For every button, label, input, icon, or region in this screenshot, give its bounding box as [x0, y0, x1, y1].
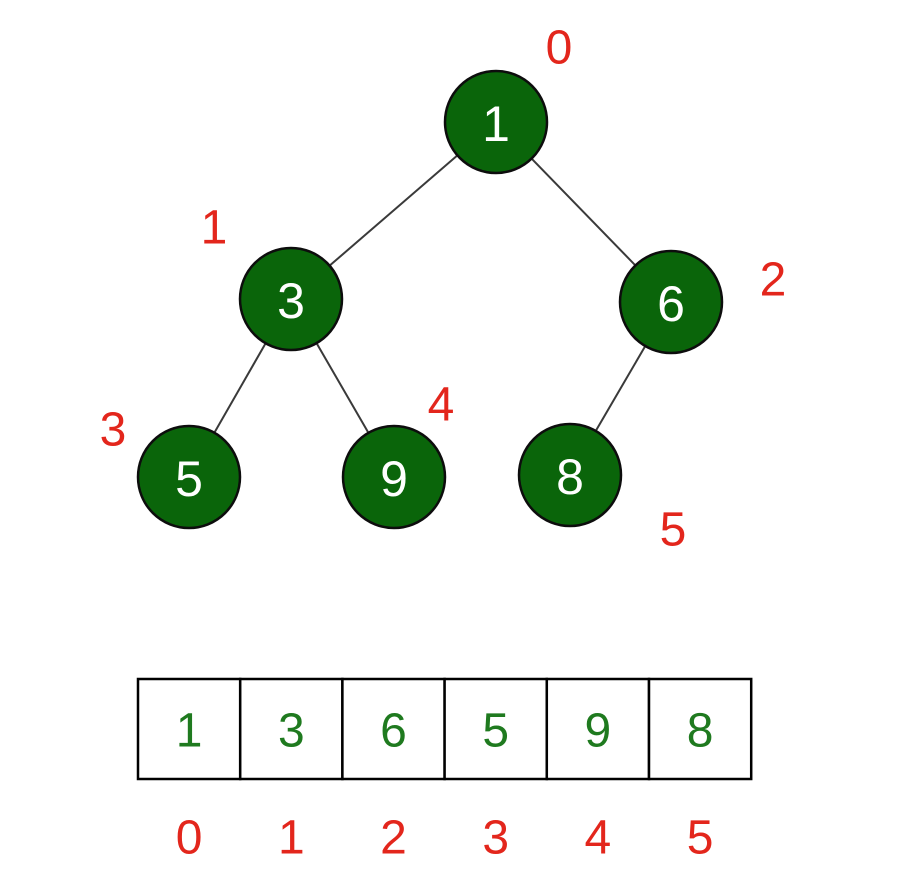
node-value: 9 [380, 451, 408, 507]
node-index-label: 5 [660, 504, 687, 557]
tree-node: 6 [618, 249, 724, 355]
node-index-label: 4 [428, 379, 455, 432]
array-cell-value: 3 [278, 705, 305, 758]
array-cell: 6 [341, 677, 446, 781]
node-value: 6 [657, 276, 685, 332]
array-cell: 9 [545, 677, 651, 781]
array-index-labels: 0 1 2 3 4 5 [176, 812, 714, 865]
node-value: 1 [482, 96, 510, 152]
node-index-label: 2 [760, 254, 787, 307]
heap-array: 1 3 6 5 9 8 [136, 677, 753, 781]
array-index-label: 3 [482, 812, 509, 865]
node-circle [517, 422, 623, 528]
tree-edge [530, 157, 637, 267]
tree-edges [213, 154, 647, 434]
tree-node: 8 [517, 422, 623, 528]
array-cell-value: 1 [176, 705, 203, 758]
array-cell-box [341, 677, 446, 781]
array-cell: 3 [238, 677, 344, 781]
array-cell-value: 9 [585, 705, 612, 758]
tree-edge [328, 154, 459, 267]
array-cell-value: 5 [482, 705, 509, 758]
array-cell: 1 [136, 677, 242, 781]
node-index-label: 0 [546, 22, 573, 75]
array-index-label: 1 [278, 812, 305, 865]
node-value: 5 [175, 451, 203, 507]
array-index-label: 5 [687, 812, 714, 865]
node-circle [136, 424, 242, 530]
node-value: 8 [556, 449, 584, 505]
node-circle [341, 424, 447, 530]
array-index-label: 4 [585, 812, 612, 865]
node-circle [443, 69, 549, 175]
array-cell-box [545, 677, 651, 781]
node-circle [618, 249, 724, 355]
tree-edge [594, 345, 647, 432]
node-index-label: 3 [100, 404, 127, 457]
array-cell-box [238, 677, 344, 781]
array-cell-box [647, 677, 753, 781]
tree-node: 5 [136, 424, 242, 530]
array-cell: 5 [443, 677, 549, 781]
array-cell-box [136, 677, 242, 781]
tree-edge [213, 342, 267, 434]
tree-node: 3 [238, 246, 344, 352]
node-circle [238, 246, 344, 352]
array-cell: 8 [647, 677, 753, 781]
array-cell-value: 8 [687, 705, 714, 758]
node-index-label: 1 [201, 202, 228, 255]
tree-node: 1 [443, 69, 549, 175]
node-value: 3 [277, 273, 305, 329]
tree-edge [315, 342, 370, 434]
array-index-label: 2 [380, 812, 407, 865]
tree-node: 9 [341, 424, 447, 530]
array-cell-value: 6 [380, 705, 407, 758]
array-index-label: 0 [176, 812, 203, 865]
